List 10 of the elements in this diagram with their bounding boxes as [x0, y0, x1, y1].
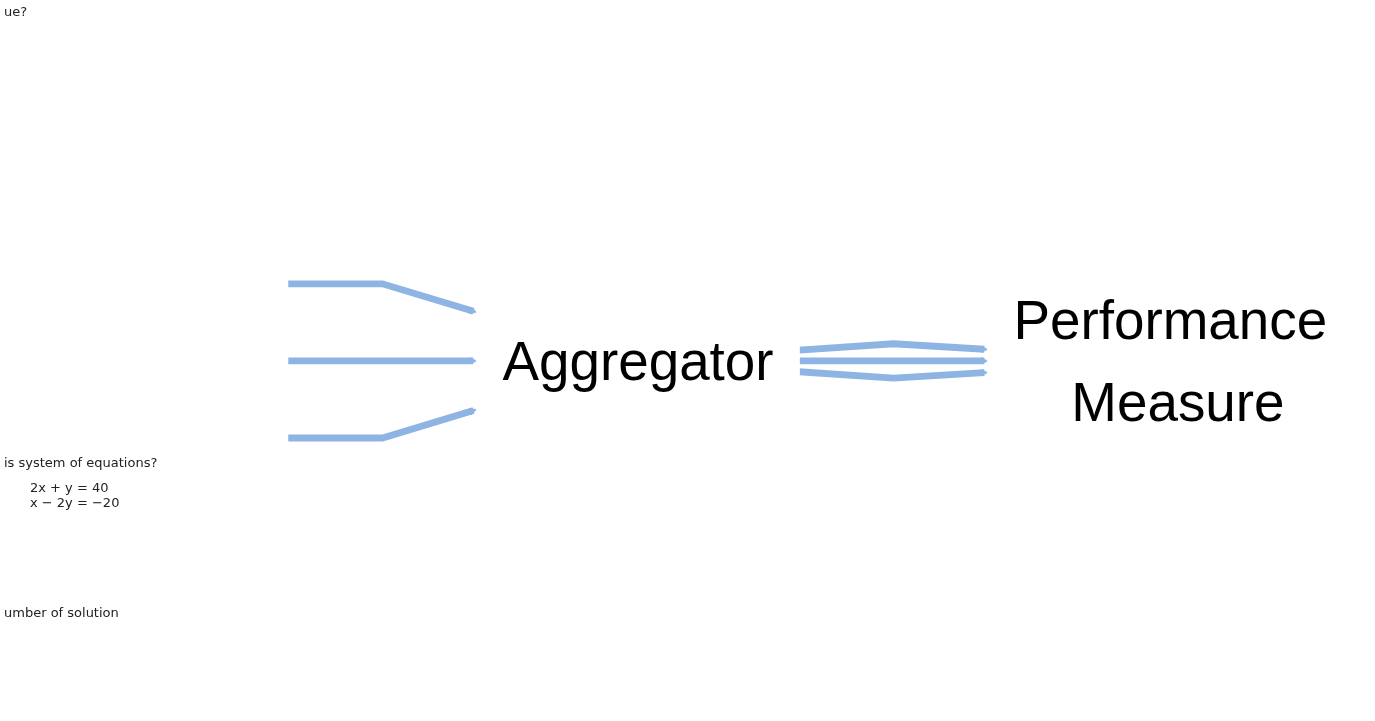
- node-text: Aggregator: [502, 329, 774, 392]
- equation-text: 2x + y = 40: [30, 480, 109, 495]
- question-text: is system of equations?: [4, 455, 158, 470]
- equation-text: x − 2y = −20: [30, 495, 120, 510]
- question-text: ue?: [4, 4, 28, 19]
- question-text: umber of solution: [4, 605, 119, 620]
- arrow: [799, 339, 989, 354]
- arrow: [799, 367, 989, 382]
- node-text: Performance Measure: [1013, 288, 1328, 433]
- arrow: [799, 356, 989, 365]
